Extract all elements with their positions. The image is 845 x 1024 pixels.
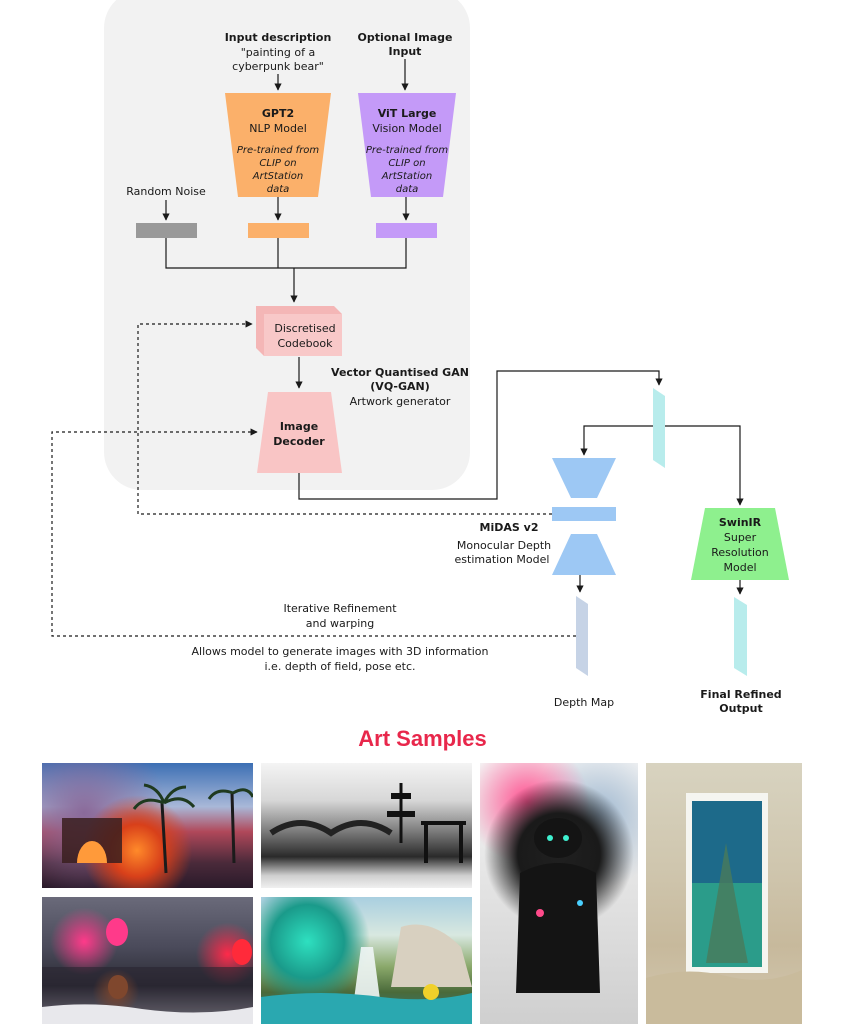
random-noise-label: Random Noise bbox=[126, 185, 206, 198]
text-embedding bbox=[248, 223, 309, 238]
palm-tree-icon bbox=[62, 783, 253, 874]
vqgan-subtitle: Artwork generator bbox=[350, 395, 451, 408]
input-description-title: Input description bbox=[225, 31, 332, 44]
vit-note: data bbox=[396, 184, 419, 195]
input-description-text: "painting of a bbox=[241, 46, 315, 59]
decoder-output-connector bbox=[298, 370, 663, 500]
feature-map bbox=[653, 388, 665, 468]
allows-label: i.e. depth of field, pose etc. bbox=[265, 660, 416, 673]
gpt2-subtitle: NLP Model bbox=[249, 122, 307, 135]
gpt2-note: Pre-trained from bbox=[237, 145, 320, 156]
art-sample-neon-lanterns bbox=[42, 897, 253, 1024]
gpt2-note: data bbox=[267, 184, 290, 195]
gpt2-model bbox=[225, 93, 331, 197]
gpt2-title: GPT2 bbox=[262, 107, 294, 120]
robot-figure-icon bbox=[516, 818, 600, 993]
allows-label: Allows model to generate images with 3D … bbox=[192, 645, 489, 658]
gpt2-note: ArtStation bbox=[252, 171, 303, 182]
final-output-label: Final Refined bbox=[700, 688, 781, 701]
branch-to-midas bbox=[580, 425, 653, 456]
swinir-subtitle: Model bbox=[723, 561, 756, 574]
merge-connector bbox=[165, 238, 407, 269]
portal-icon bbox=[646, 793, 802, 1024]
midas-bottleneck bbox=[552, 507, 616, 521]
decoder-label: Decoder bbox=[273, 435, 325, 448]
art-samples-title: Art Samples bbox=[358, 726, 487, 751]
final-output-map bbox=[734, 597, 747, 676]
waterfall-icon bbox=[261, 924, 472, 1024]
art-sample-ink-city bbox=[261, 763, 472, 888]
swinir-subtitle: Resolution bbox=[711, 546, 769, 559]
art-sample-waterfall bbox=[261, 897, 472, 1024]
vit-title: ViT Large bbox=[378, 107, 437, 120]
feedback-to-codebook bbox=[137, 320, 552, 515]
lantern-icon bbox=[42, 918, 253, 1024]
feedback-to-decoder bbox=[51, 428, 576, 637]
vit-note: Pre-trained from bbox=[366, 145, 449, 156]
vqgan-title: Vector Quantised GAN bbox=[331, 366, 469, 379]
codebook-label: Discretised bbox=[274, 322, 335, 335]
art-sample-desert-portal bbox=[646, 763, 802, 1024]
branch-to-swinir bbox=[665, 425, 744, 506]
optional-image-label: Optional Image bbox=[358, 31, 453, 44]
vit-note: ArtStation bbox=[381, 171, 432, 182]
optional-image-label: Input bbox=[389, 45, 422, 58]
midas-subtitle: Monocular Depth bbox=[457, 539, 551, 552]
image-decoder bbox=[257, 392, 342, 473]
image-embedding bbox=[376, 223, 437, 238]
vit-model bbox=[358, 93, 456, 197]
pagoda-icon bbox=[269, 783, 466, 863]
input-description-text: cyberpunk bear" bbox=[232, 60, 324, 73]
swinir-title: SwinIR bbox=[719, 516, 762, 529]
codebook-label: Codebook bbox=[278, 337, 334, 350]
swinir-subtitle: Super bbox=[724, 531, 757, 544]
midas-title: MiDAS v2 bbox=[480, 521, 539, 534]
gpt2-note: CLIP on bbox=[259, 158, 296, 169]
vit-subtitle: Vision Model bbox=[372, 122, 441, 135]
noise-embedding bbox=[136, 223, 197, 238]
vqgan-title: (VQ-GAN) bbox=[370, 380, 429, 393]
architecture-diagram: Input description "painting of a cyberpu… bbox=[51, 0, 789, 715]
midas-decoder bbox=[552, 534, 616, 575]
depth-map bbox=[576, 596, 588, 676]
final-output-label: Output bbox=[719, 702, 762, 715]
decoder-label: Image bbox=[280, 420, 318, 433]
iterative-label: and warping bbox=[306, 617, 374, 630]
iterative-label: Iterative Refinement bbox=[283, 602, 397, 615]
vit-note: CLIP on bbox=[388, 158, 425, 169]
codebook-box bbox=[264, 314, 342, 356]
art-sample-cyber-bear bbox=[480, 763, 638, 1024]
art-sample-desert-oasis bbox=[42, 763, 253, 888]
depth-map-label: Depth Map bbox=[554, 696, 614, 709]
midas-subtitle: estimation Model bbox=[455, 553, 550, 566]
midas-encoder bbox=[552, 458, 616, 498]
swinir-model bbox=[691, 508, 789, 580]
